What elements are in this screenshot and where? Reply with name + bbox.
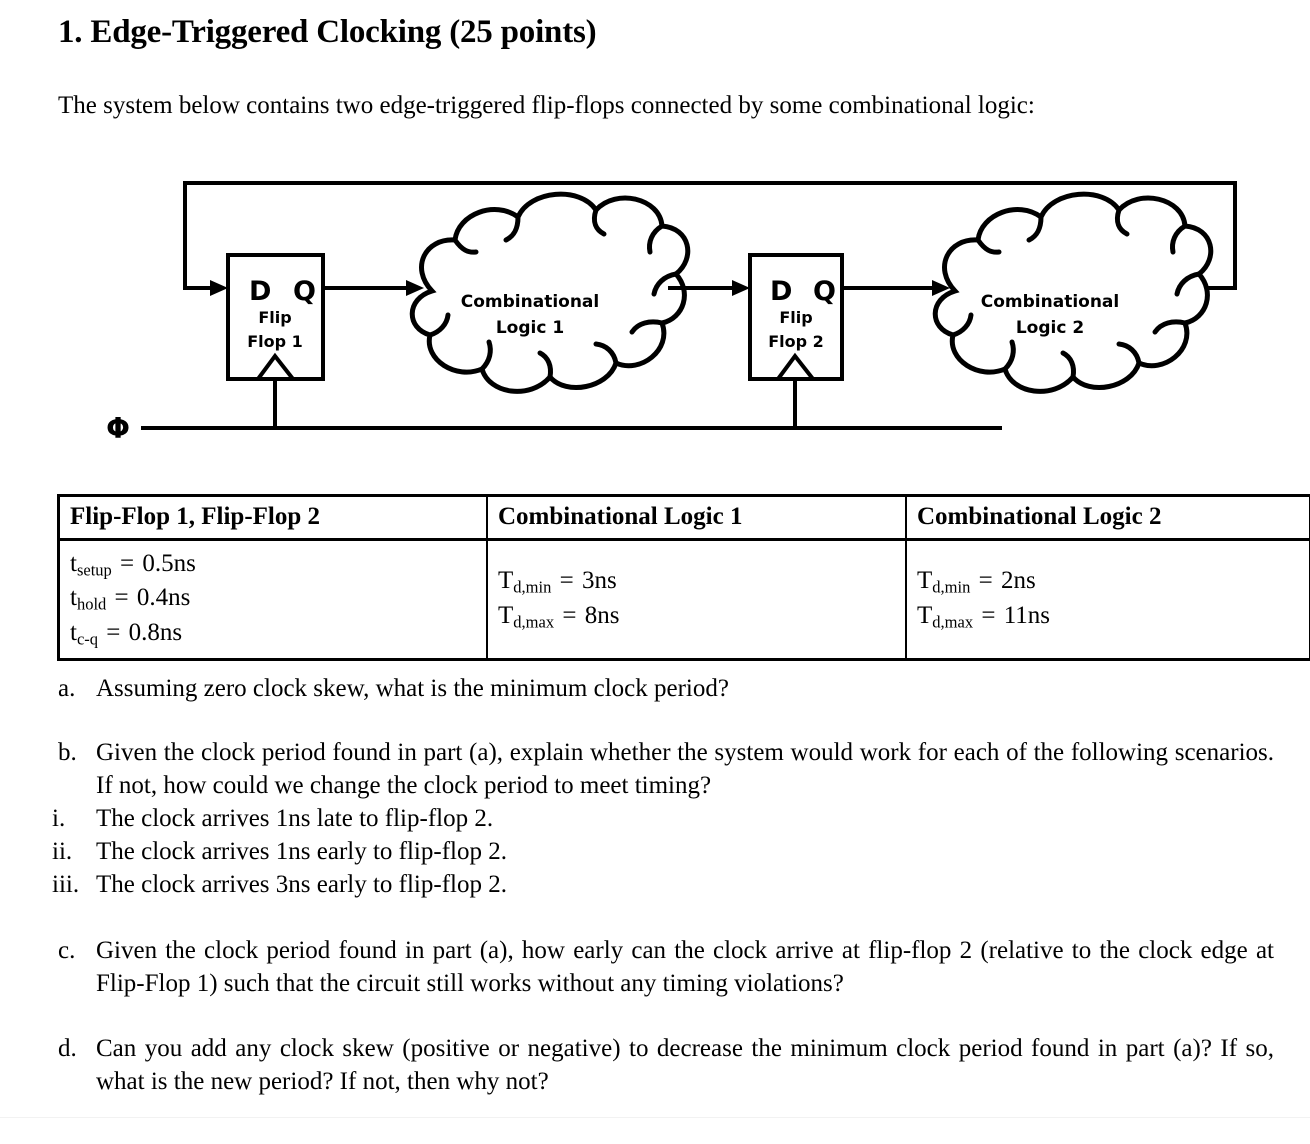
question-b-item-ii-text: The clock arrives 1ns early to flip-flop… xyxy=(96,838,507,865)
ff2-d-label: D xyxy=(770,276,792,307)
spec-subscript: d,min xyxy=(513,577,552,597)
question-b-item-i: i. The clock arrives 1ns late to flip-fl… xyxy=(52,802,752,835)
question-b-item-i-marker: i. xyxy=(52,805,66,832)
spec-equals: = xyxy=(559,567,574,595)
spec-value: 8ns xyxy=(584,601,620,629)
spec-equals: = xyxy=(114,584,129,612)
spec-subscript: hold xyxy=(76,594,107,614)
spec-equals: = xyxy=(562,601,577,629)
cloud1-line2: Logic 1 xyxy=(496,318,564,338)
spec-subscript: setup xyxy=(76,560,112,580)
question-a-text: Assuming zero clock skew, what is the mi… xyxy=(96,675,729,702)
spec-value: 3ns xyxy=(581,567,617,595)
ff1-name-line1: Flip xyxy=(258,308,291,327)
circuit-diagram: D Q Flip Flop 1 xyxy=(0,160,1310,470)
combinational-logic-1-cloud: Combinational Logic 1 xyxy=(409,191,691,394)
spec-equals: = xyxy=(978,567,993,595)
spec-equals: = xyxy=(106,618,121,646)
ff2-q-label: Q xyxy=(813,276,836,307)
question-b: b. Given the clock period found in part … xyxy=(58,736,1274,803)
question-a-marker: a. xyxy=(58,675,76,702)
cloud2-line1: Combinational xyxy=(981,292,1119,312)
spec-symbol: t xyxy=(70,550,77,577)
question-d-marker: d. xyxy=(58,1035,77,1062)
ff2-name-line1: Flip xyxy=(779,308,812,327)
question-a: a. Assuming zero clock skew, what is the… xyxy=(58,672,1274,705)
wire-cloud1-to-ff2d xyxy=(668,280,750,296)
circuit-diagram-svg: D Q Flip Flop 1 xyxy=(106,181,1237,445)
question-d: d. Can you add any clock skew (positive … xyxy=(58,1032,1274,1099)
feedback-wire xyxy=(183,181,1237,290)
spec-td-max-logic1: Td,max = 8ns xyxy=(498,599,905,633)
spec-subscript: d,max xyxy=(932,612,974,632)
question-b-item-ii-marker: ii. xyxy=(52,838,73,865)
clock-wire xyxy=(141,377,1002,430)
spec-t-hold: thold = 0.4ns xyxy=(70,581,486,615)
question-b-item-iii-marker: iii. xyxy=(52,871,80,898)
spec-value: 0.8ns xyxy=(128,618,183,646)
clock-phi-label: Φ xyxy=(106,412,130,445)
wire-ff1q-to-cloud1 xyxy=(323,280,424,296)
spec-symbol: t xyxy=(70,618,77,646)
spec-t-setup: tsetup = 0.5ns xyxy=(70,547,486,581)
spec-symbol: T xyxy=(917,601,933,629)
flipflop-specs-cell: tsetup = 0.5ns thold = 0.4ns tc-q = 0.8n… xyxy=(58,539,488,660)
spec-value: 0.4ns xyxy=(136,584,191,612)
logic1-specs-cell: Td,min = 3ns Td,max = 8ns xyxy=(487,539,907,660)
spec-equals: = xyxy=(120,550,135,577)
spec-subscript: d,max xyxy=(513,612,555,632)
question-b-marker: b. xyxy=(58,739,77,766)
spec-symbol: T xyxy=(498,567,514,595)
wire-ff2q-to-cloud2 xyxy=(842,280,950,296)
spec-subscript: c-q xyxy=(76,629,99,649)
spec-symbol: T xyxy=(498,601,514,629)
timing-spec-table: Flip-Flop 1, Flip-Flop 2 Combinational L… xyxy=(57,494,1310,662)
question-c: c. Given the clock period found in part … xyxy=(58,934,1274,1001)
flip-flop-1: D Q Flip Flop 1 xyxy=(226,253,325,381)
ff2-name-line2: Flop 2 xyxy=(768,332,824,351)
spec-td-min-logic2: Td,min = 2ns xyxy=(917,564,1309,598)
spec-subscript: d,min xyxy=(932,577,971,597)
spec-symbol: T xyxy=(917,567,933,595)
spec-value: 2ns xyxy=(1000,567,1036,595)
spec-equals: = xyxy=(981,601,996,629)
question-b-text: Given the clock period found in part (a)… xyxy=(96,739,1274,800)
question-d-text: Can you add any clock skew (positive or … xyxy=(96,1035,1274,1096)
feedback-arrow-into-ff1 xyxy=(185,280,228,296)
spec-t-cq: tc-q = 0.8ns xyxy=(70,616,486,650)
ff1-q-label: Q xyxy=(293,276,316,307)
logic2-specs-cell: Td,min = 2ns Td,max = 11ns xyxy=(906,540,1310,660)
ff1-name-line2: Flop 1 xyxy=(247,332,303,351)
spec-symbol: t xyxy=(70,584,77,612)
cloud1-line1: Combinational xyxy=(461,292,599,312)
page-bottom-rule xyxy=(0,1117,1310,1118)
question-b-item-iii-text: The clock arrives 3ns early to flip-flop… xyxy=(96,871,507,898)
spec-td-max-logic2: Td,max = 11ns xyxy=(917,599,1309,633)
table-header-logic1: Combinational Logic 1 xyxy=(487,495,907,541)
question-c-marker: c. xyxy=(58,937,76,964)
page-title: 1. Edge-Triggered Clocking (25 points) xyxy=(58,14,597,50)
ff1-d-label: D xyxy=(249,276,271,307)
spec-value: 0.5ns xyxy=(142,550,196,577)
combinational-logic-2-cloud: Combinational Logic 2 xyxy=(932,191,1214,394)
spec-td-min-logic1: Td,min = 3ns xyxy=(498,564,905,598)
question-b-item-ii: ii. The clock arrives 1ns early to flip-… xyxy=(52,835,752,868)
table-row: tsetup = 0.5ns thold = 0.4ns tc-q = 0.8n… xyxy=(58,539,1310,660)
intro-paragraph: The system below contains two edge-trigg… xyxy=(58,92,1035,119)
flip-flop-2: D Q Flip Flop 2 xyxy=(748,253,844,381)
table-header-row: Flip-Flop 1, Flip-Flop 2 Combinational L… xyxy=(58,495,1310,541)
table-header-flipflops: Flip-Flop 1, Flip-Flop 2 xyxy=(58,495,488,541)
table-header-logic2: Combinational Logic 2 xyxy=(906,495,1310,541)
question-b-item-i-text: The clock arrives 1ns late to flip-flop … xyxy=(96,805,494,832)
cloud2-line2: Logic 2 xyxy=(1016,318,1084,338)
spec-value: 11ns xyxy=(1003,601,1050,629)
question-c-text: Given the clock period found in part (a)… xyxy=(96,937,1274,998)
question-b-item-iii: iii. The clock arrives 3ns early to flip… xyxy=(52,868,752,901)
